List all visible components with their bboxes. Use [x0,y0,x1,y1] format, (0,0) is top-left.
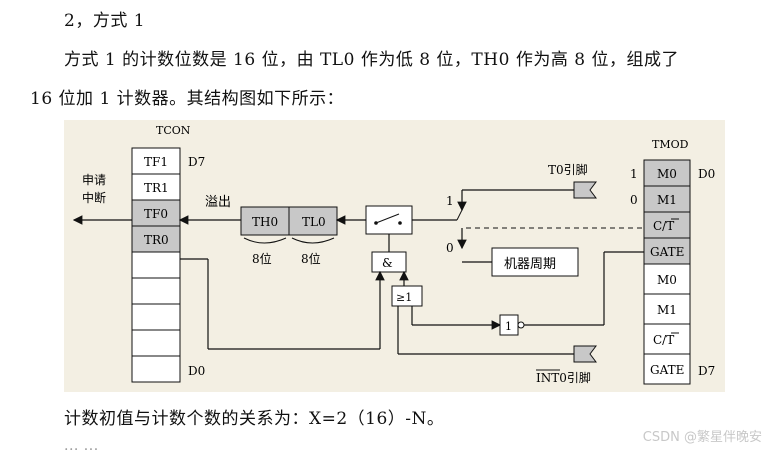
tmod-m0-value: 1 [630,167,638,181]
th0-brace [243,237,287,244]
or-gate [391,285,423,307]
tcon-cell-6 [131,303,181,331]
not-gate-label: 1 [505,320,512,333]
tl0-label: TL0 [302,215,326,229]
partial-next-line: ... ... [64,438,99,451]
not-gate-bubble [517,321,525,329]
formula-line: 计数初值与计数个数的关系为：X=2（16）-N。 [64,409,445,429]
paragraph-line-2: 16 位加 1 计数器。其结构图如下所示： [30,89,345,109]
tcon-bottom-label: D0 [188,364,205,378]
tcon-title: TCON [156,124,191,137]
tcon-cell-tf1 [131,147,181,175]
timer-mode1-diagram: TCON TF1 TR1 TF0 TR0 D7 D0 申请 中断 溢出 TH0 … [64,120,725,392]
tcon-top-label: D7 [188,155,205,169]
tmod-title: TMOD [652,138,689,151]
switch-contact-right [398,221,402,225]
tcon-bit-tr1: TR1 [144,181,169,195]
th0-register [240,206,290,236]
control-switch [365,205,413,235]
machine-cycle-label: 机器周期 [504,257,556,272]
switch-blade [375,213,400,224]
tcon-bit-tr0: TR0 [144,233,169,247]
tcon-bit-tf1: TF1 [144,155,168,169]
tmod-cell-m0-lo [643,263,691,295]
tmod-bit-gate-hi: GATE [650,245,684,259]
tcon-bit-tf0: TF0 [144,207,168,221]
interrupt-label-2: 中断 [82,190,106,205]
tmod-m1-value: 0 [630,193,638,207]
tl0-bits-label: 8位 [301,251,321,266]
and-gate-label: & [382,256,393,270]
or-gate-label: ≥1 [396,291,412,304]
tcon-register: TF1 TR1 TF0 TR0 [131,147,181,383]
tmod-cell-gate-hi [643,237,691,265]
tmod-bit-gate-lo: GATE [650,363,684,377]
overflow-label: 溢出 [205,195,231,210]
tcon-cell-5 [131,277,181,305]
int0-pin-label: INT0引脚 [536,370,591,385]
th0-bits-label: 8位 [252,251,272,266]
machine-cycle-box [491,247,579,277]
int0-pin-connector [573,345,597,363]
and-gate [371,251,407,273]
interrupt-label-1: 申请 [82,173,106,187]
t0-pin-label: T0引脚 [548,162,588,177]
tmod-cell-gate-lo [643,353,691,385]
selector-pos-1: 1 [446,194,454,208]
section-heading: 2，方式 1 [64,11,146,31]
tcon-cell-7 [131,329,181,357]
tmod-bit-m0-lo: M0 [657,273,677,287]
paragraph-line-1: 方式 1 的计数位数是 16 位，由 TL0 作为低 8 位，TH0 作为高 8… [64,50,679,70]
tcon-cell-8 [131,355,181,383]
tcon-cell-4 [131,251,181,279]
tmod-cell-m1-hi [643,185,691,213]
th0-label: TH0 [252,215,278,229]
tmod-bit-m1-hi: M1 [657,193,677,207]
tcon-cell-tr1 [131,173,181,201]
tmod-register: M0 M1 C/T GATE M0 M1 C/T GATE [643,159,691,385]
selector-arm [456,209,463,221]
tmod-cell-m0-hi [643,159,691,187]
tmod-cell-m1-lo [643,293,691,325]
tmod-top-label: D0 [698,167,715,181]
tcon-cell-tf0 [131,199,181,227]
selector-pos-0: 0 [446,241,454,255]
tmod-bit-ct-lo: C/T [653,333,674,347]
tmod-cell-ct-lo [643,323,691,355]
tl0-brace [291,237,335,244]
tmod-bottom-label: D7 [698,364,715,378]
t0-pin-connector [573,181,597,199]
tmod-bit-m0-hi: M0 [657,167,677,181]
csdn-watermark: CSDN @繁星伴晚安 [642,430,762,445]
tmod-bit-m1-lo: M1 [657,303,677,317]
tmod-bit-ct-hi: C/T [653,219,674,233]
